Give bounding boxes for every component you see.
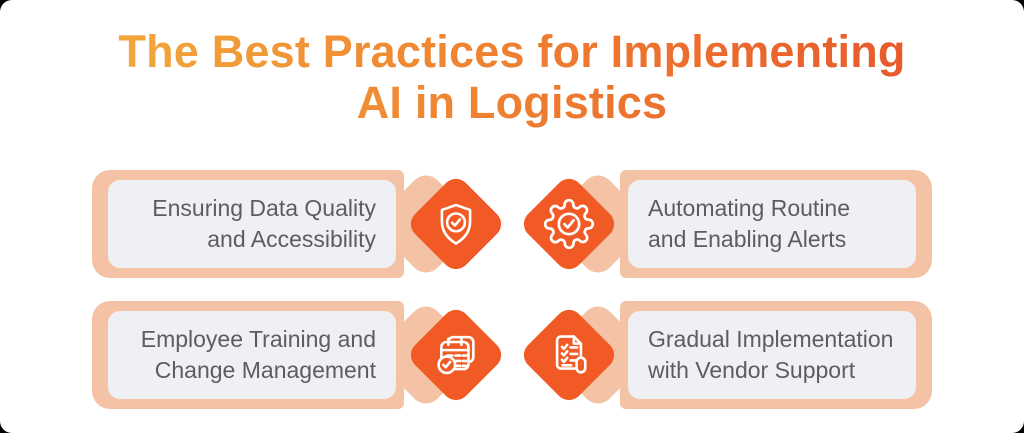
gear-check-icon bbox=[533, 188, 605, 260]
practice-label: Automating Routine and Enabling Alerts bbox=[648, 193, 850, 255]
practice-card: Gradual Implementation with Vendor Suppo… bbox=[628, 311, 916, 399]
page-title-line-1: The Best Practices for Implementing bbox=[118, 26, 906, 77]
practice-card: Automating Routine and Enabling Alerts bbox=[628, 180, 916, 268]
calendar-check-icon bbox=[420, 319, 492, 391]
icon-diamond bbox=[518, 173, 620, 275]
practice-item-data-quality: Ensuring Data Quality and Accessibility bbox=[92, 168, 536, 280]
practice-label-line-2: and Accessibility bbox=[207, 226, 376, 252]
practice-label-line-1: Automating Routine bbox=[648, 195, 851, 221]
practice-label: Ensuring Data Quality and Accessibility bbox=[152, 193, 376, 255]
practice-card: Employee Training and Change Management bbox=[108, 311, 396, 399]
practice-card: Ensuring Data Quality and Accessibility bbox=[108, 180, 396, 268]
practice-label: Gradual Implementation with Vendor Suppo… bbox=[648, 324, 893, 386]
practice-item-training: Employee Training and Change Management bbox=[92, 299, 536, 411]
practice-item-vendor-support: Gradual Implementation with Vendor Suppo… bbox=[518, 299, 974, 411]
icon-diamond bbox=[405, 304, 507, 406]
practice-label-line-1: Ensuring Data Quality bbox=[152, 195, 376, 221]
practice-item-automation: Automating Routine and Enabling Alerts bbox=[518, 168, 974, 280]
page-title: The Best Practices for Implementing AI i… bbox=[0, 26, 1024, 129]
icon-diamond bbox=[405, 173, 507, 275]
practice-label: Employee Training and Change Management bbox=[141, 324, 376, 386]
page-title-line-2: AI in Logistics bbox=[356, 77, 668, 129]
practice-label-line-1: Employee Training and bbox=[140, 326, 376, 352]
practice-label-line-2: Change Management bbox=[154, 357, 376, 383]
practice-label-line-2: and Enabling Alerts bbox=[648, 226, 847, 252]
practice-label-line-1: Gradual Implementation bbox=[648, 326, 894, 352]
icon-diamond bbox=[518, 304, 620, 406]
shield-check-icon bbox=[420, 188, 492, 260]
practice-label-line-2: with Vendor Support bbox=[648, 357, 856, 383]
document-checklist-icon bbox=[533, 319, 605, 391]
